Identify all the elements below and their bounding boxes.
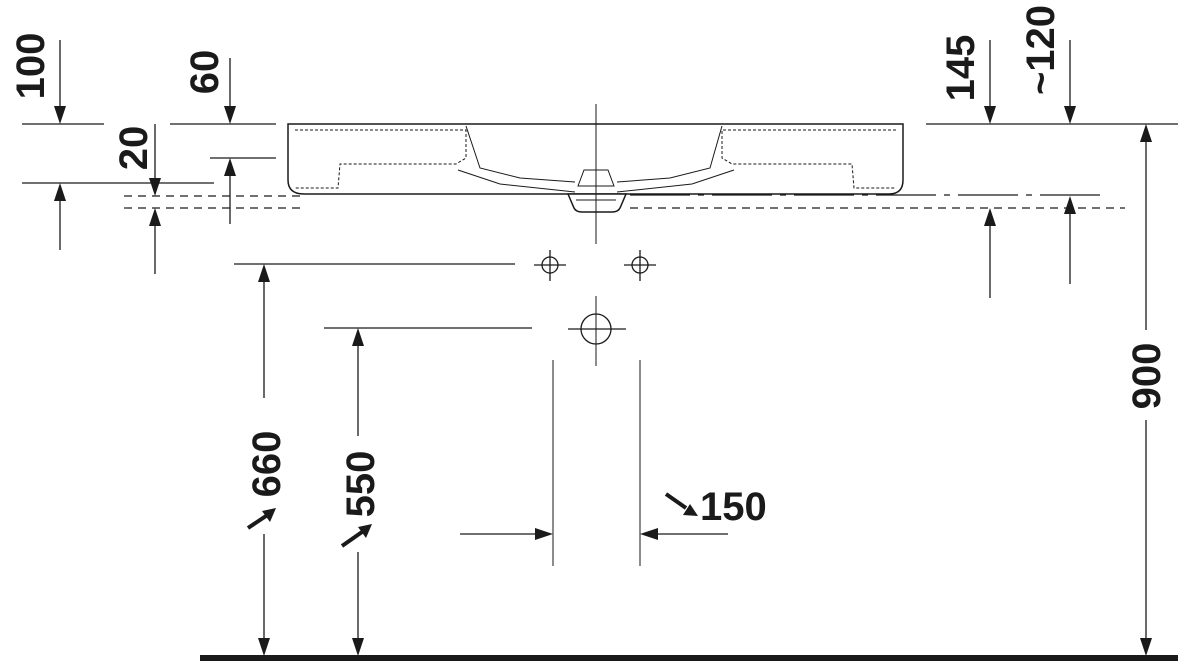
dim-label-550: 550 [339,451,383,518]
reference-lines [22,123,1178,329]
dimension-arrows [54,40,1152,656]
dim-label-100: 100 [9,33,53,100]
dim-label-150: 150 [700,485,767,529]
waste-hole [568,313,626,345]
tap-hole-right [624,250,656,281]
dim-label-660: 660 [245,431,289,498]
dim-label-20: 20 [112,126,156,171]
dim-label-145: 145 [939,35,983,102]
dim-label-900: 900 [1125,343,1169,410]
tap-hole-left [534,250,566,281]
label-pointer-arrows [246,492,698,548]
dim-label-60: 60 [183,50,227,95]
dim-label-approx-120: ~120 [1019,5,1063,95]
centre-lines [552,104,641,566]
